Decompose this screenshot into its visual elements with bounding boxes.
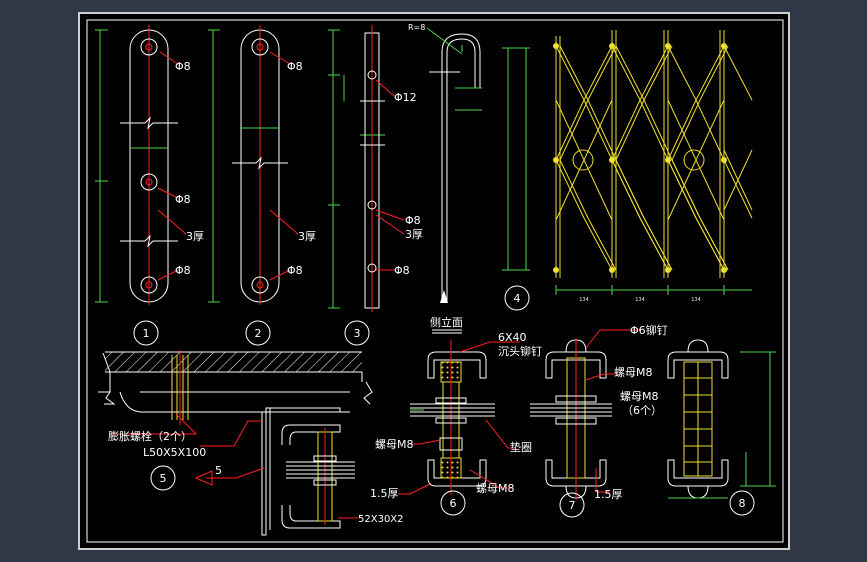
detail-5-number: 5 bbox=[160, 472, 167, 485]
d3-phi8-label-bot: Φ8 bbox=[394, 264, 410, 277]
detail-3-bar: Φ12 Φ8 3厚 Φ8 3 bbox=[328, 25, 423, 346]
detail-1-bubble bbox=[133, 320, 159, 346]
d4-dim-2: 134 bbox=[635, 297, 645, 303]
d2-phi8-label-bot: Φ8 bbox=[287, 264, 303, 277]
u-rod-detail: R=8 bbox=[408, 23, 482, 303]
d6-nut-m8-bottom-label: 螺母M8 bbox=[476, 482, 515, 495]
d7-six-pcs-label: （6个） bbox=[622, 404, 662, 417]
detail-1-number: 1 bbox=[143, 327, 150, 340]
d1-phi8-label-mid: Φ8 bbox=[175, 193, 191, 206]
angle-steel-label: L50X5X100 bbox=[143, 446, 206, 459]
detail-5-wall-section: 52X30X2 膨胀螺栓（2个） L50X5X100 5 5 bbox=[98, 350, 404, 536]
washer-label: 垫圈 bbox=[510, 440, 532, 454]
d1-phi8-label-bot: Φ8 bbox=[175, 264, 191, 277]
d7-nut-m8-label: 螺母M8 bbox=[614, 366, 653, 379]
detail-6-bubble bbox=[440, 490, 466, 516]
detail-4-folding-gate: 134 134 134 bbox=[502, 30, 753, 311]
d6-countersunk-label: 沉头铆钉 bbox=[498, 344, 542, 358]
detail-3-number: 3 bbox=[354, 327, 361, 340]
detail-6-number: 6 bbox=[450, 497, 457, 510]
expansion-bolt-label: 膨胀螺栓（2个） bbox=[108, 429, 192, 443]
detail-8-bubble bbox=[729, 490, 755, 516]
d2-phi8-label-top: Φ8 bbox=[287, 60, 303, 73]
channel-size-label: 52X30X2 bbox=[358, 514, 404, 525]
d3-phi12-label: Φ12 bbox=[394, 91, 417, 104]
d3-phi8-label-mid: Φ8 bbox=[405, 214, 421, 227]
u-rod-radius-label: R=8 bbox=[408, 23, 425, 32]
detail-6-assembly: 侧立面 6X40 沉头铆钉 螺母M8 垫圈 1.5厚 螺母M8 6 bbox=[370, 315, 542, 516]
detail-2-number: 2 bbox=[255, 327, 262, 340]
d6-nut-m8-label: 螺母M8 bbox=[375, 438, 414, 451]
detail-2-plate: Φ8 3厚 Φ8 2 bbox=[208, 25, 316, 346]
side-elevation-label: 侧立面 bbox=[430, 315, 463, 329]
d7-thickness-label: 1.5厚 bbox=[594, 488, 623, 501]
d1-thickness-label: 3厚 bbox=[186, 230, 204, 243]
detail-5-bubble bbox=[150, 465, 176, 491]
d4-dim-3: 134 bbox=[691, 297, 701, 303]
detail-7-number: 7 bbox=[569, 499, 576, 512]
d4-dim-1: 134 bbox=[579, 297, 589, 303]
detail-7-assembly: Φ6铆钉 螺母M8 螺母M8 （6个） 1.5厚 7 bbox=[530, 323, 668, 518]
detail-8-assembly: 8 bbox=[667, 339, 776, 516]
detail-7-bubble bbox=[559, 492, 585, 518]
d2-thickness-label: 3厚 bbox=[298, 230, 316, 243]
detail-4-number: 4 bbox=[514, 292, 521, 305]
detail-3-bubble bbox=[344, 320, 370, 346]
detail-8-number: 8 bbox=[739, 497, 746, 510]
d7-nut-m8-6-label: 螺母M8 bbox=[620, 390, 659, 403]
d3-thickness-label: 3厚 bbox=[405, 228, 423, 241]
d1-phi8-label-top: Φ8 bbox=[175, 60, 191, 73]
item-5-callout: 5 bbox=[215, 464, 222, 477]
detail-1-plate: Φ8 Φ8 3厚 Φ8 1 bbox=[95, 25, 204, 346]
d6-screw-size-label: 6X40 bbox=[498, 331, 527, 344]
d6-thickness-label: 1.5厚 bbox=[370, 487, 399, 500]
drawing-inner-border bbox=[86, 19, 784, 543]
d7-rivet-label: Φ6铆钉 bbox=[630, 323, 668, 337]
detail-4-bubble bbox=[504, 285, 530, 311]
detail-2-bubble bbox=[245, 320, 271, 346]
